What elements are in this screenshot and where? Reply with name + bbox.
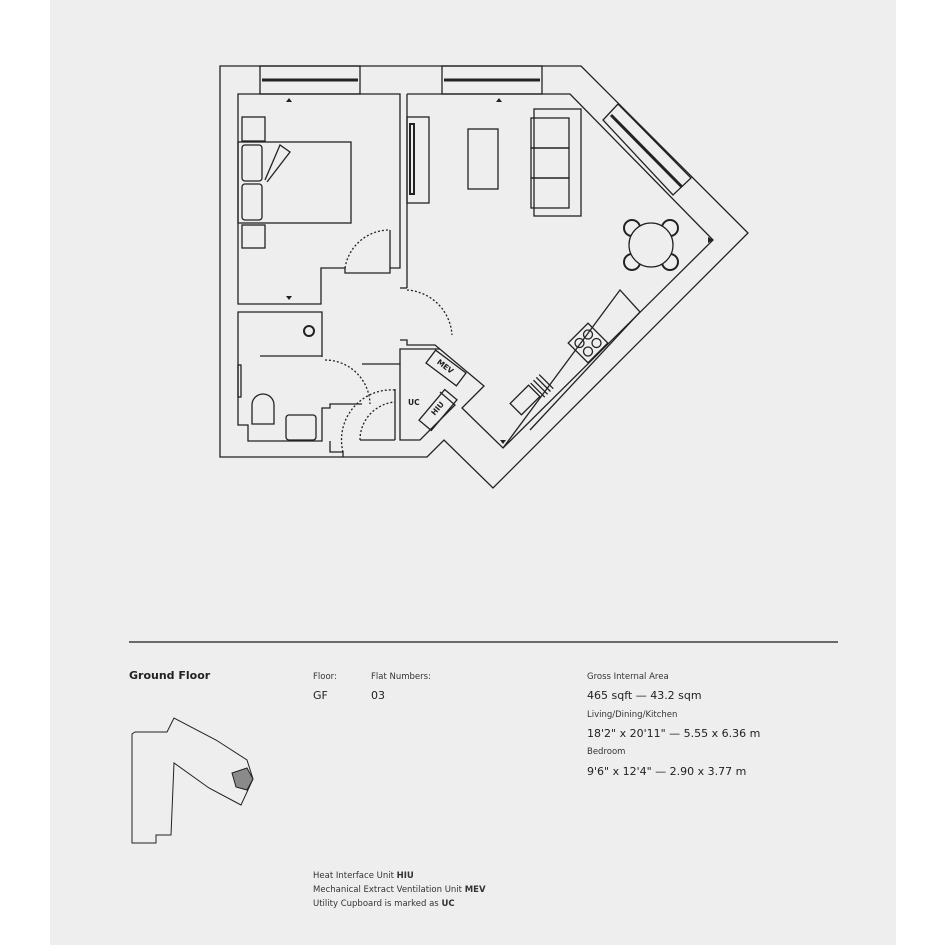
- flat-highlight: [231, 767, 254, 791]
- divider: [129, 641, 838, 643]
- living-walls: [400, 93, 714, 449]
- nightstand: [241, 224, 266, 249]
- floor-title: Ground Floor: [129, 669, 211, 682]
- legend-code: MEV: [464, 885, 486, 895]
- nightstand: [241, 116, 266, 142]
- sink: [509, 374, 554, 416]
- ldk-value: 18'2" x 20'11" — 5.55 x 6.36 m: [587, 727, 761, 740]
- legend-text: Mechanical Extract Ventilation Unit: [313, 885, 465, 895]
- outer-wall: [219, 65, 749, 489]
- floor-value: GF: [313, 689, 328, 702]
- floor-label: Floor:: [313, 672, 337, 682]
- legend-mev: Mechanical Extract Ventilation Unit MEV: [313, 885, 486, 895]
- flat-value: 03: [371, 689, 385, 702]
- window-diagonal: [602, 103, 692, 196]
- legend-hiu: Heat Interface Unit HIU: [313, 871, 414, 881]
- ldk-label: Living/Dining/Kitchen: [587, 710, 678, 720]
- tv-unit: [406, 116, 430, 204]
- uc-label: UC: [408, 398, 420, 407]
- basin: [285, 414, 317, 441]
- legend-code: UC: [441, 899, 455, 909]
- bed: [237, 141, 352, 224]
- hiu-unit: [418, 388, 458, 432]
- coffee-table: [467, 128, 499, 190]
- bedroom-walls: [237, 93, 401, 305]
- flat-label: Flat Numbers:: [371, 672, 431, 682]
- hob: [567, 322, 609, 364]
- gia-value: 465 sqft — 43.2 sqm: [587, 689, 702, 702]
- kitchen-counter: [502, 288, 641, 449]
- bedroom-value: 9'6" x 12'4" — 2.90 x 3.77 m: [587, 765, 747, 778]
- legend-code: HIU: [396, 871, 414, 881]
- shower-head-icon: [303, 325, 315, 337]
- toilet: [251, 393, 275, 425]
- dining-table: [623, 219, 679, 271]
- legend-text: Utility Cupboard is marked as: [313, 899, 442, 909]
- page-panel: [50, 0, 896, 945]
- pillow: [241, 144, 263, 182]
- sofa: [530, 108, 582, 217]
- legend-text: Heat Interface Unit: [313, 871, 397, 881]
- gia-label: Gross Internal Area: [587, 672, 669, 682]
- bedroom-label: Bedroom: [587, 747, 626, 757]
- legend-uc: Utility Cupboard is marked as UC: [313, 899, 455, 909]
- bathroom-walls: [237, 311, 362, 442]
- pillow: [241, 183, 263, 221]
- mev-unit: [425, 349, 467, 387]
